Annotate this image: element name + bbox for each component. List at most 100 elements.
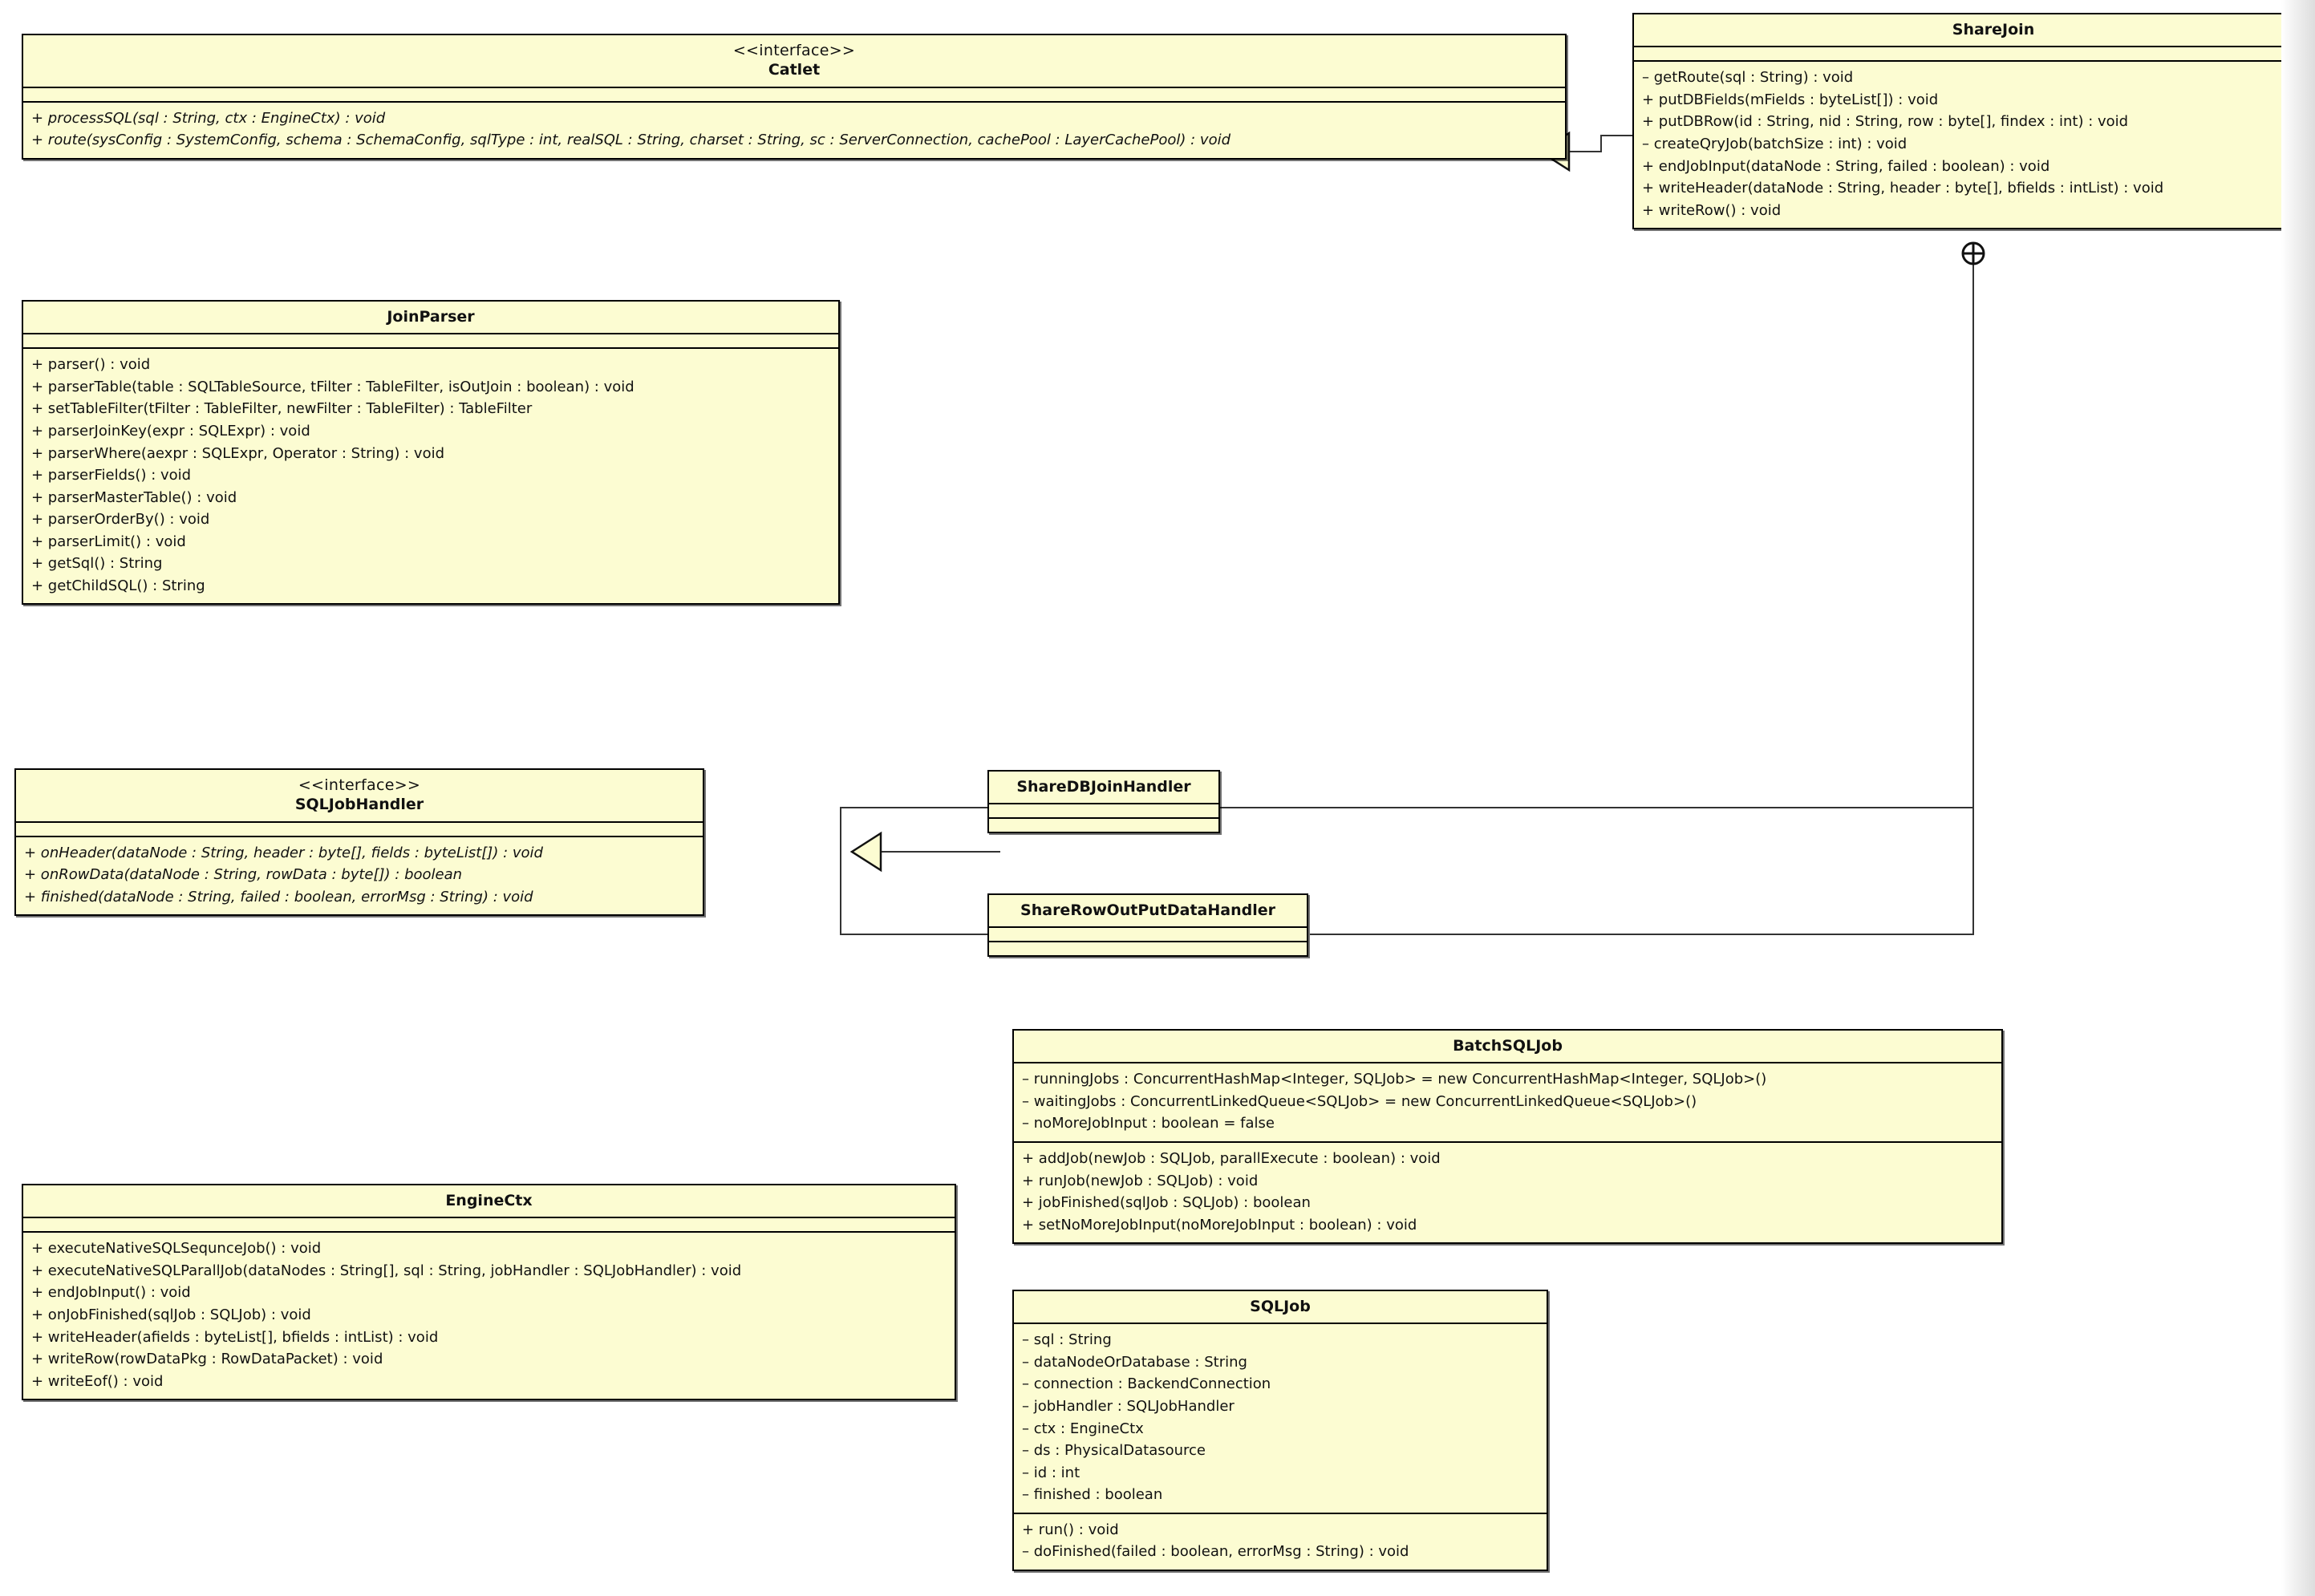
- class-header-batchsqljob: BatchSQLJob: [1014, 1031, 2001, 1062]
- class-header-sqljob: SQLJob: [1014, 1291, 1547, 1323]
- operation-row: + finished(dataNode : String, failed : b…: [24, 888, 533, 905]
- operation-row: + writeHeader(afields : byteList[], bfie…: [31, 1328, 439, 1346]
- operation-row: + parserTable(table : SQLTableSource, tF…: [31, 378, 634, 395]
- attribute-row: – connection : BackendConnection: [1022, 1375, 1271, 1393]
- connector-sharejoin-catlet-h2: [1565, 151, 1602, 152]
- attributes-compartment-sqljobhandler: [16, 823, 703, 836]
- operation-row: + addJob(newJob : SQLJob, parallExecute …: [1022, 1149, 1441, 1167]
- operation-row: + onHeader(dataNode : String, header : b…: [24, 844, 543, 861]
- class-box-sharerowoutputdatahandler[interactable]: ShareRowOutPutDataHandler: [987, 893, 1308, 958]
- scroll-gutter[interactable]: [2281, 0, 2315, 1596]
- class-box-sqljobhandler[interactable]: <<interface>> SQLJobHandler + onHeader(d…: [14, 768, 704, 917]
- compartment-separator: [1014, 1512, 1547, 1514]
- compartment-separator: [23, 1231, 955, 1233]
- compartment-separator: [1014, 1062, 2001, 1064]
- operation-row: + executeNativeSQLParallJob(dataNodes : …: [31, 1262, 742, 1279]
- attribute-row: – finished : boolean: [1022, 1486, 1163, 1504]
- operation-row: + onJobFinished(sqlJob : SQLJob) : void: [31, 1306, 311, 1323]
- connector-handlers-sqljobhandler-stem: [880, 851, 1000, 853]
- class-box-sqljob[interactable]: SQLJob – sql : String – dataNodeOrDataba…: [1012, 1290, 1548, 1571]
- class-box-sharedbjoinhandler[interactable]: ShareDBJoinHandler: [987, 770, 1220, 834]
- compartment-separator: [23, 86, 1565, 88]
- class-header-sharerowoutputdatahandler: ShareRowOutPutDataHandler: [989, 895, 1307, 926]
- class-header-joinparser: JoinParser: [23, 302, 838, 333]
- compartment-separator: [16, 835, 703, 837]
- compartment-separator: [1014, 1140, 2001, 1143]
- operations-compartment-enginectx: + executeNativeSQLSequnceJob() : void + …: [23, 1233, 955, 1399]
- operation-row: + parserLimit() : void: [31, 533, 186, 550]
- operation-row: + writeHeader(dataNode : String, header …: [1642, 180, 2164, 197]
- class-box-enginectx[interactable]: EngineCtx + executeNativeSQLSequnceJob()…: [22, 1184, 956, 1401]
- operation-row: – createQryJob(batchSize : int) : void: [1642, 135, 1908, 152]
- operations-compartment-sqljob: + run() : void – doFinished(failed : boo…: [1014, 1514, 1547, 1570]
- operations-compartment-sqljobhandler: + onHeader(dataNode : String, header : b…: [16, 837, 703, 915]
- attributes-compartment-batchsqljob: – runningJobs : ConcurrentHashMap<Intege…: [1014, 1063, 2001, 1141]
- class-name-sharejoin: ShareJoin: [1952, 21, 2035, 38]
- class-name-sharedbjoinhandler: ShareDBJoinHandler: [1016, 778, 1191, 796]
- compartment-separator: [23, 333, 838, 335]
- operation-row: + writeEof() : void: [31, 1372, 164, 1390]
- attribute-row: – noMoreJobInput : boolean = false: [1022, 1115, 1275, 1132]
- operation-row: + jobFinished(sqlJob : SQLJob) : boolean: [1022, 1194, 1311, 1212]
- class-name-sqljobhandler: SQLJobHandler: [294, 796, 424, 814]
- class-box-catlet[interactable]: <<interface>> Catlet + processSQL(sql : …: [22, 34, 1567, 160]
- compartment-separator: [16, 820, 703, 823]
- class-name-catlet: Catlet: [768, 61, 821, 79]
- compartment-separator: [23, 347, 838, 350]
- compartment-separator: [989, 817, 1218, 820]
- operation-row: + parserOrderBy() : void: [31, 511, 210, 529]
- operation-row: + putDBFields(mFields : byteList[]) : vo…: [1642, 91, 1939, 108]
- connector-handlers-sqljobhandler-spine: [840, 807, 841, 935]
- class-box-sharejoin[interactable]: ShareJoin – getRoute(sql : String) : voi…: [1632, 13, 2315, 230]
- compartment-separator: [23, 100, 1565, 103]
- attribute-row: – dataNodeOrDatabase : String: [1022, 1353, 1247, 1371]
- connector-sharedbjoinhandler-branch: [840, 807, 988, 808]
- class-box-batchsqljob[interactable]: BatchSQLJob – runningJobs : ConcurrentHa…: [1012, 1029, 2003, 1245]
- attributes-compartment-sharerowoutputdatahandler: [989, 928, 1307, 941]
- class-header-sharejoin: ShareJoin: [1634, 14, 2315, 46]
- attribute-row: – waitingJobs : ConcurrentLinkedQueue<SQ…: [1022, 1092, 1697, 1110]
- operation-row: – getRoute(sql : String) : void: [1642, 69, 1854, 87]
- operation-row: + getSql() : String: [31, 555, 163, 573]
- connector-nesting-to-sharerowoutputdatahandler: [1310, 934, 1974, 935]
- operation-row: + parser() : void: [31, 356, 151, 374]
- class-name-sharerowoutputdatahandler: ShareRowOutPutDataHandler: [1020, 901, 1275, 919]
- operation-row: – doFinished(failed : boolean, errorMsg …: [1022, 1543, 1409, 1561]
- circle-plus-icon: [1957, 237, 1989, 269]
- attribute-row: – sql : String: [1022, 1331, 1112, 1349]
- operation-row: + route(sysConfig : SystemConfig, schema…: [31, 132, 1231, 149]
- compartment-separator: [23, 1217, 955, 1219]
- operations-compartment-sharerowoutputdatahandler: [989, 942, 1307, 955]
- operation-row: + writeRow() : void: [1642, 201, 1782, 219]
- compartment-separator: [1014, 1323, 1547, 1325]
- operation-row: + putDBRow(id : String, nid : String, ro…: [1642, 113, 2129, 131]
- class-header-sharedbjoinhandler: ShareDBJoinHandler: [989, 772, 1218, 803]
- compartment-separator: [1634, 46, 2315, 48]
- operation-row: + endJobInput(dataNode : String, failed …: [1642, 157, 2050, 175]
- compartment-separator: [989, 941, 1307, 943]
- class-name-joinparser: JoinParser: [387, 308, 475, 326]
- operations-compartment-sharejoin: – getRoute(sql : String) : void + putDBF…: [1634, 62, 2315, 228]
- operations-compartment-batchsqljob: + addJob(newJob : SQLJob, parallExecute …: [1014, 1143, 2001, 1242]
- operation-row: + onRowData(dataNode : String, rowData :…: [24, 866, 463, 884]
- attribute-row: – runningJobs : ConcurrentHashMap<Intege…: [1022, 1071, 1767, 1088]
- compartment-separator: [989, 803, 1218, 805]
- operation-row: + processSQL(sql : String, ctx : EngineC…: [31, 109, 386, 127]
- attribute-row: – ctx : EngineCtx: [1022, 1420, 1144, 1437]
- class-stereotype-sqljobhandler: <<interface>>: [298, 776, 421, 794]
- operation-row: + runJob(newJob : SQLJob) : void: [1022, 1172, 1259, 1189]
- class-stereotype-catlet: <<interface>>: [732, 42, 856, 59]
- class-name-batchsqljob: BatchSQLJob: [1453, 1037, 1563, 1055]
- operations-compartment-joinparser: + parser() : void + parserTable(table : …: [23, 349, 838, 603]
- operations-compartment-sharedbjoinhandler: [989, 819, 1218, 832]
- operation-row: + setNoMoreJobInput(noMoreJobInput : boo…: [1022, 1216, 1417, 1233]
- connector-sharejoin-catlet-v: [1600, 135, 1602, 152]
- operation-row: + parserFields() : void: [31, 467, 192, 484]
- attributes-compartment-enginectx: [23, 1218, 955, 1231]
- class-box-joinparser[interactable]: JoinParser + parser() : void + parserTab…: [22, 300, 840, 606]
- class-name-sqljob: SQLJob: [1250, 1298, 1311, 1315]
- operation-row: + writeRow(rowDataPkg : RowDataPacket) :…: [31, 1351, 383, 1368]
- class-header-catlet: <<interface>> Catlet: [23, 35, 1565, 87]
- attribute-row: – id : int: [1022, 1464, 1080, 1481]
